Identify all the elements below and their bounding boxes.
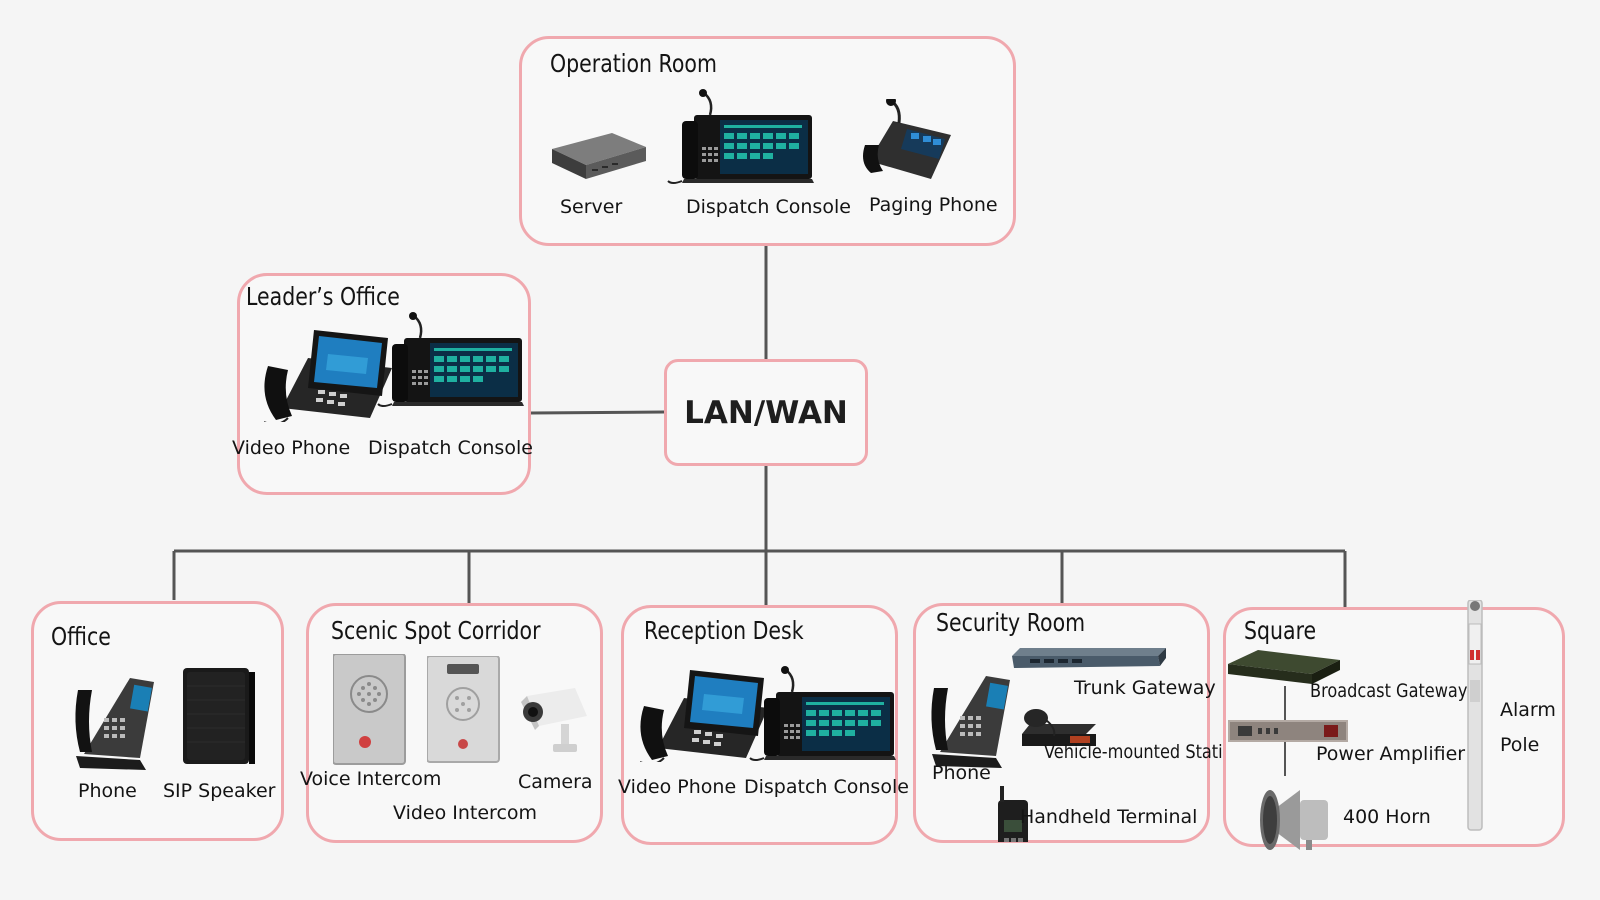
zone-title: Square xyxy=(1244,616,1317,645)
network-hub: LAN/WAN xyxy=(664,359,868,466)
zone-title: Leader’s Office xyxy=(246,282,400,311)
zone-title: Security Room xyxy=(936,608,1086,637)
zone-security-room: Security Room Trunk Gateway Phone Vehicl… xyxy=(913,603,1243,843)
hub-label: LAN/WAN xyxy=(684,394,848,431)
horn-icon xyxy=(1260,790,1328,850)
zone-leaders-office: Leader’s Office Video Phone Dispatch Con… xyxy=(232,273,533,495)
device-label-pole: Pole xyxy=(1500,734,1540,756)
zone-title: Operation Room xyxy=(550,49,717,78)
device-label-video-intercom: Video Intercom xyxy=(393,802,538,824)
alarm-pole-icon xyxy=(1467,600,1483,831)
camera-icon xyxy=(521,688,587,752)
zone-title: Reception Desk xyxy=(644,616,804,645)
device-label-dispatch-console: Dispatch Console xyxy=(744,776,909,798)
server-icon xyxy=(552,133,646,179)
device-label-video-phone: Video Phone xyxy=(232,437,351,459)
phone-icon xyxy=(931,676,1010,768)
dispatch-console-icon xyxy=(376,312,526,408)
dispatch-console-icon xyxy=(748,666,898,762)
zone-reception-desk: Reception Desk Video Phone Dispatch Cons… xyxy=(618,605,909,845)
device-label-paging-phone: Paging Phone xyxy=(869,194,998,216)
device-label-handheld-terminal: Handheld Terminal xyxy=(1020,806,1198,828)
zone-square: Square Broadcast Gateway Power Amplifier… xyxy=(1223,600,1565,850)
zone-scenic-spot-corridor: Scenic Spot Corridor Voice Intercom Came… xyxy=(300,603,603,843)
device-label-phone: Phone xyxy=(932,762,991,784)
voice-intercom-icon xyxy=(333,654,406,765)
device-label-sip-speaker: SIP Speaker xyxy=(163,780,276,802)
device-label-camera: Camera xyxy=(518,771,593,793)
device-label-video-phone: Video Phone xyxy=(618,776,737,798)
phone-icon xyxy=(75,678,154,770)
power-amplifier-icon xyxy=(1228,720,1348,742)
zone-title: Scenic Spot Corridor xyxy=(331,616,541,645)
dispatch-console-icon xyxy=(666,89,816,185)
device-label-broadcast-gateway: Broadcast Gateway xyxy=(1310,680,1468,702)
device-label-trunk-gateway: Trunk Gateway xyxy=(1074,677,1216,699)
paging-phone-icon xyxy=(861,99,953,181)
device-label-dispatch-console: Dispatch Console xyxy=(686,196,851,218)
device-label-400-horn: 400 Horn xyxy=(1343,806,1431,828)
device-label-phone: Phone xyxy=(78,780,137,802)
device-label-server: Server xyxy=(560,196,623,218)
video-intercom-icon xyxy=(427,656,500,763)
trunk-gateway-icon xyxy=(1012,648,1166,668)
zone-operation-room: Operation Room Server Dispatch Console P… xyxy=(519,36,1016,246)
device-label-dispatch-console: Dispatch Console xyxy=(368,437,533,459)
zone-title: Office xyxy=(51,622,111,651)
device-label-alarm: Alarm xyxy=(1500,699,1556,721)
device-label-voice-intercom: Voice Intercom xyxy=(300,768,442,790)
device-label-vehicle-station: Vehicle-mounted Station xyxy=(1044,741,1243,763)
zone-office: Office Phone SIP Speaker xyxy=(31,601,284,841)
device-label-power-amplifier: Power Amplifier xyxy=(1316,743,1466,765)
sip-speaker-icon xyxy=(182,667,256,765)
